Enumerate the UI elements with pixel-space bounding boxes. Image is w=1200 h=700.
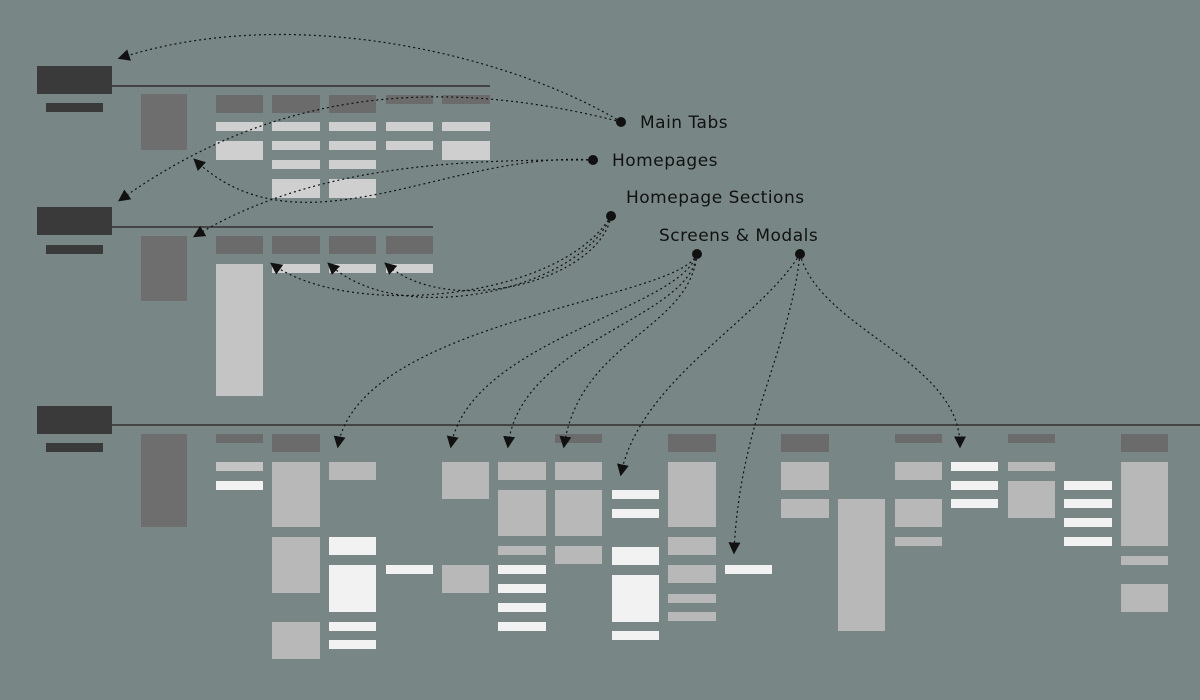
label-homepages: Homepages	[612, 151, 719, 171]
tab-column-3	[329, 95, 376, 198]
connector-sections-2	[327, 215, 612, 299]
connector-homepages-2	[192, 159, 594, 238]
connector-screens-6	[728, 253, 801, 555]
connector-homepages-1	[193, 158, 594, 203]
connector-sections-3	[384, 215, 612, 292]
homepage-section-2	[272, 264, 320, 273]
connector-main-tabs-2	[118, 96, 622, 202]
level-screens	[37, 406, 1200, 659]
label-screens-modals: Screens & Modals	[659, 226, 819, 246]
connector-main-tabs-1	[117, 33, 622, 123]
tab-column-4	[386, 95, 433, 150]
level-main-tabs	[37, 66, 490, 198]
level-homepages	[37, 207, 433, 396]
annotation-dot-homepage-sections	[606, 211, 616, 221]
sidebar-block	[141, 434, 187, 527]
homepage-body-tall	[216, 264, 263, 396]
header-block	[37, 406, 112, 434]
connector-screens-1	[333, 253, 698, 449]
tab-column-1	[216, 95, 263, 160]
tab-column-2	[272, 95, 320, 198]
header-sub-block	[46, 245, 103, 254]
connector-screens-5	[617, 253, 801, 477]
connector-screens-2	[446, 253, 698, 449]
connector-screens-4	[559, 253, 698, 449]
header-block	[37, 66, 112, 94]
homepage-tab-4	[386, 236, 433, 254]
label-main-tabs: Main Tabs	[640, 113, 729, 133]
connector-screens-3	[503, 253, 698, 449]
annotation-dot-screens-left	[692, 249, 702, 259]
connector-screens-7	[799, 253, 966, 449]
homepage-tab-2	[272, 236, 320, 254]
homepage-tab-3	[329, 236, 376, 254]
homepage-tab-1	[216, 236, 263, 254]
homepage-section-3	[329, 264, 376, 273]
sidebar-block	[141, 94, 187, 150]
annotation-dot-homepages	[588, 155, 598, 165]
sidebar-block	[141, 236, 187, 301]
annotation-dot-main-tabs	[616, 117, 626, 127]
annotation-dot-screens-right	[795, 249, 805, 259]
header-block	[37, 207, 112, 235]
header-sub-block	[46, 103, 103, 112]
header-sub-block	[46, 443, 103, 452]
homepage-section-4	[386, 264, 433, 273]
connectors	[117, 33, 966, 555]
tab-column-5	[442, 95, 490, 160]
label-homepage-sections: Homepage Sections	[626, 188, 805, 208]
